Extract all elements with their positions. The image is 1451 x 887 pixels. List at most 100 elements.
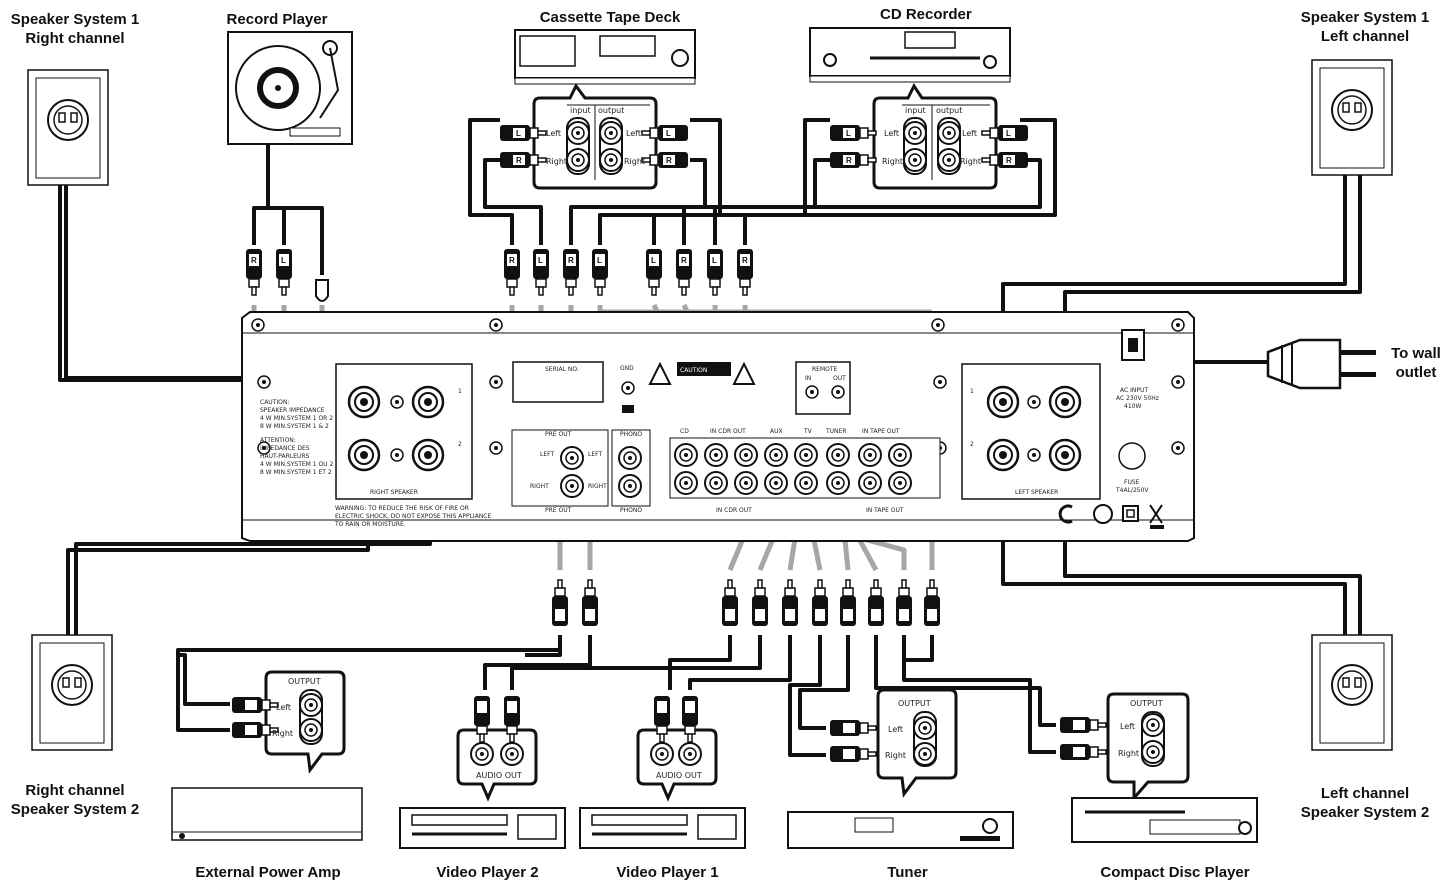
svg-text:SPEAKER IMPEDANCE: SPEAKER IMPEDANCE xyxy=(260,407,325,414)
amplifier-back-panel xyxy=(241,311,1195,542)
cdr-jack-panel xyxy=(872,83,998,190)
plug-left: L xyxy=(275,248,293,296)
svg-text:L: L xyxy=(712,256,717,265)
jack-panel-labels: input output Left Right Left Right input… xyxy=(272,106,1163,780)
video1-output-panel xyxy=(636,695,718,802)
cdr-side-plugs: L R L R xyxy=(829,124,1029,169)
svg-text:8 W MIN.SYSTEM 1 & 2: 8 W MIN.SYSTEM 1 & 2 xyxy=(260,423,329,430)
speaker-system-2-right xyxy=(31,634,113,751)
svg-text:IMPEDANCE DES: IMPEDANCE DES xyxy=(260,445,310,452)
svg-text:Left: Left xyxy=(962,129,977,138)
svg-text:output: output xyxy=(598,106,624,115)
svg-text:input: input xyxy=(570,106,591,115)
external-power-amp-label: External Power Amp xyxy=(195,864,341,881)
svg-text:input: input xyxy=(905,106,926,115)
svg-text:LEFT SPEAKER: LEFT SPEAKER xyxy=(1015,489,1058,496)
svg-text:R: R xyxy=(666,156,672,165)
svg-text:PHONO: PHONO xyxy=(620,507,642,514)
svg-text:410W: 410W xyxy=(1124,403,1141,410)
tuner-label: Tuner xyxy=(887,864,928,881)
svg-text:R: R xyxy=(568,256,574,265)
svg-text:PRE OUT: PRE OUT xyxy=(545,431,572,438)
svg-text:CAUTION:: CAUTION: xyxy=(260,399,289,406)
svg-text:R: R xyxy=(742,256,748,265)
cassette-deck-illustration xyxy=(514,29,696,85)
svg-text:IN CDR OUT: IN CDR OUT xyxy=(710,428,746,435)
svg-text:L: L xyxy=(1006,129,1011,138)
video-player-1-illustration xyxy=(579,807,746,849)
svg-text:TV: TV xyxy=(803,428,813,435)
top-cassette-plugs: R L R L xyxy=(503,248,609,296)
svg-text:L: L xyxy=(538,256,543,265)
svg-text:L: L xyxy=(281,256,286,265)
svg-text:L: L xyxy=(597,256,602,265)
video-player-1-label: Video Player 1 xyxy=(616,864,719,881)
svg-text:AC INPUT: AC INPUT xyxy=(1120,387,1148,394)
svg-text:Left: Left xyxy=(884,129,899,138)
svg-text:Right: Right xyxy=(885,751,906,760)
svg-text:RIGHT: RIGHT xyxy=(530,483,549,490)
svg-text:L: L xyxy=(846,129,851,138)
svg-text:Left: Left xyxy=(276,703,291,712)
svg-text:R: R xyxy=(1006,156,1012,165)
svg-text:PHONO: PHONO xyxy=(620,431,642,438)
svg-text:WARNING: TO REDUCE THE RISK OF: WARNING: TO REDUCE THE RISK OF FIRE OR xyxy=(335,505,469,512)
ext-amp-output-panel xyxy=(231,670,346,774)
svg-text:IN: IN xyxy=(805,375,811,382)
svg-text:4 W MIN.SYSTEM 1 OR 2: 4 W MIN.SYSTEM 1 OR 2 xyxy=(260,415,333,422)
svg-text:1: 1 xyxy=(970,388,974,395)
svg-text:Left: Left xyxy=(546,129,561,138)
cdp-output-panel xyxy=(1059,692,1190,802)
compact-disc-player-label: Compact Disc Player xyxy=(1100,864,1250,881)
tuner-illustration xyxy=(787,811,1014,849)
svg-text:R: R xyxy=(516,156,522,165)
svg-text:TUNER: TUNER xyxy=(825,428,847,435)
svg-text:FUSE: FUSE xyxy=(1124,479,1140,486)
svg-text:2: 2 xyxy=(970,441,974,448)
svg-text:CD: CD xyxy=(680,428,689,435)
cd-recorder-label: CD Recorder xyxy=(880,6,972,23)
video-player-2-label: Video Player 2 xyxy=(436,864,539,881)
svg-text:R: R xyxy=(846,156,852,165)
svg-text:L: L xyxy=(516,129,521,138)
cassette-tape-deck-label: Cassette Tape Deck xyxy=(539,9,681,26)
svg-text:SERIAL NO.: SERIAL NO. xyxy=(545,366,579,373)
svg-text:4 W MIN.SYSTEM 1 OU 2: 4 W MIN.SYSTEM 1 OU 2 xyxy=(260,461,333,468)
power-plug xyxy=(1266,338,1376,390)
svg-text:Right: Right xyxy=(624,157,645,166)
tuner-output-panel xyxy=(829,688,958,798)
cassette-jack-panel xyxy=(532,83,658,190)
svg-text:Right: Right xyxy=(960,157,981,166)
svg-text:R: R xyxy=(681,256,687,265)
svg-text:Right: Right xyxy=(272,729,293,738)
svg-text:OUTPUT: OUTPUT xyxy=(898,699,931,708)
svg-text:LEFT: LEFT xyxy=(540,451,554,458)
svg-text:8 W MIN.SYSTEM 1 ET 2: 8 W MIN.SYSTEM 1 ET 2 xyxy=(260,469,332,476)
plug-right: R xyxy=(245,248,263,296)
svg-text:OUTPUT: OUTPUT xyxy=(288,677,321,686)
svg-text:Right: Right xyxy=(546,157,567,166)
svg-text:output: output xyxy=(936,106,962,115)
top-cdr-plugs: L R L R xyxy=(645,248,754,296)
svg-text:AC 230V 50Hz: AC 230V 50Hz xyxy=(1116,395,1159,402)
svg-text:2: 2 xyxy=(458,441,462,448)
svg-text:HAUT-PARLEURS: HAUT-PARLEURS xyxy=(260,453,309,460)
svg-text:RIGHT SPEAKER: RIGHT SPEAKER xyxy=(370,489,418,496)
svg-text:Right: Right xyxy=(1118,749,1139,758)
svg-text:Right: Right xyxy=(882,157,903,166)
svg-text:REMOTE: REMOTE xyxy=(812,366,838,373)
speaker-system-2-left xyxy=(1311,634,1393,751)
svg-text:AUDIO OUT: AUDIO OUT xyxy=(476,771,522,780)
svg-text:PRE OUT: PRE OUT xyxy=(545,507,572,514)
cassette-side-plugs: L R L R xyxy=(499,124,689,169)
svg-text:ATTENTION:: ATTENTION: xyxy=(260,437,296,444)
record-player-illustration xyxy=(227,31,353,145)
amp-panel-text: CAUTION: SPEAKER IMPEDANCE 4 W MIN.SYSTE… xyxy=(260,365,1159,528)
svg-text:L: L xyxy=(666,129,671,138)
